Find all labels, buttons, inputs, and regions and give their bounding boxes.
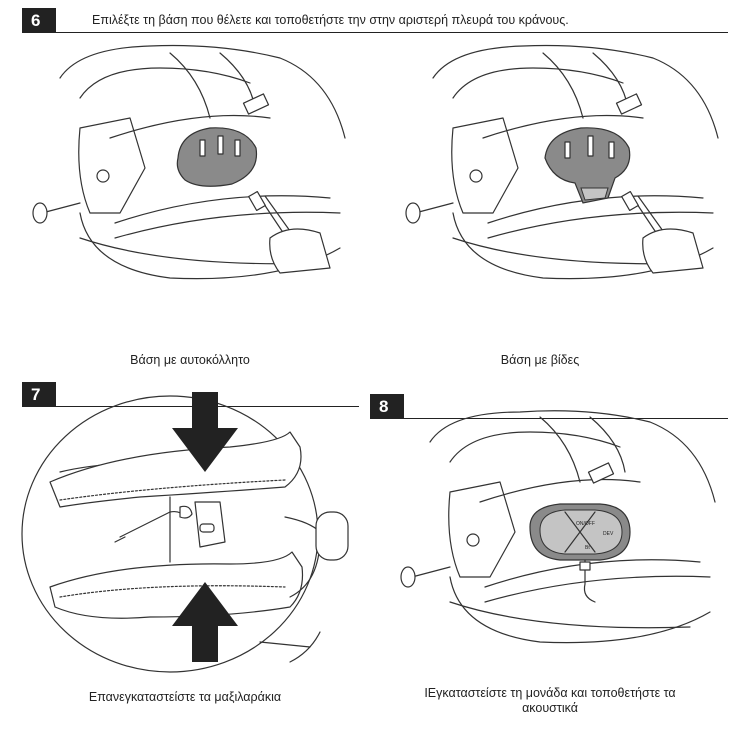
step-6-instruction: Επιλέξτε τη βάση που θέλετε και τοποθετή… [92, 13, 569, 27]
arrow-up-icon [170, 582, 240, 664]
caption-screw-mount: Βάση με βίδες [480, 353, 600, 368]
helmet-screw-mount-illustration [393, 38, 723, 288]
caption-install-unit-line1: IΕγκαταστείστε τη μονάδα και τοποθετήστε… [380, 686, 720, 701]
caption-install-unit-line2: ακουστικά [380, 701, 720, 716]
helmet-adhesive-mount-illustration [20, 38, 350, 288]
arrow-down-icon [170, 392, 240, 474]
helmet-with-unit-illustration: ON/OFF DEV Bt [390, 412, 720, 662]
caption-reinstall-pads: Επανεγκαταστείστε τα μαξιλαράκια [60, 690, 310, 705]
step-6-badge: 6 [22, 8, 56, 33]
device-label-bt: Bt [585, 545, 590, 551]
device-label-on-off: ON/OFF [576, 521, 595, 527]
step-6-rule [56, 32, 728, 33]
caption-adhesive-mount: Βάση με αυτοκόλλητο [110, 353, 270, 368]
device-label-dev: DEV [603, 531, 614, 537]
